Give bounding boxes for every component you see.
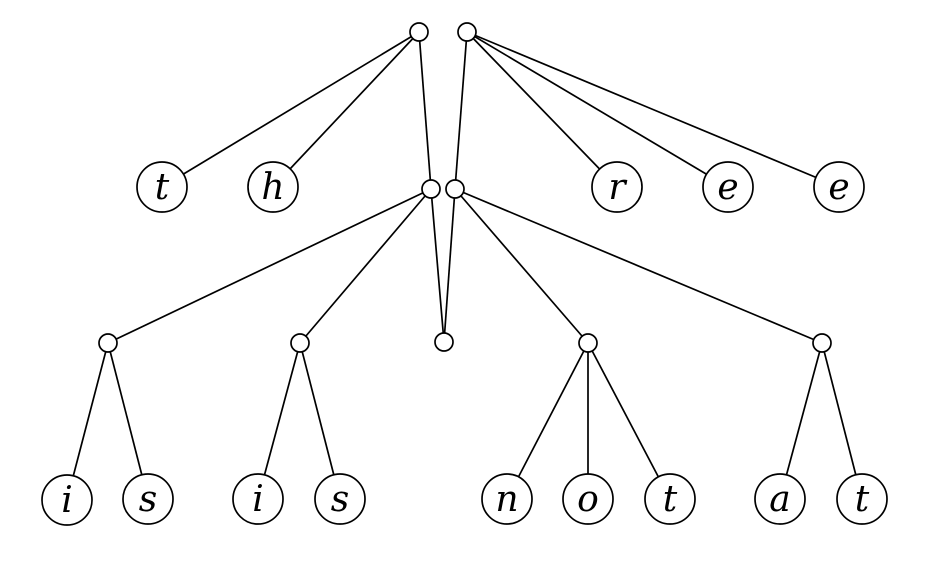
edge-group-is2-leaf-i2 xyxy=(257,342,301,500)
edge-root-right-mid-right xyxy=(454,31,468,190)
node-label-leaf-t2: t xyxy=(663,479,678,520)
edge-group-is1-leaf-s1 xyxy=(107,342,149,500)
node-label-leaf-s2: s xyxy=(331,479,349,520)
leaf-circle-leaf-s2 xyxy=(314,473,366,525)
leaf-circle-leaf-a xyxy=(754,473,806,525)
tree-node-group-is2 xyxy=(290,333,310,353)
internal-circle-group-at xyxy=(812,333,832,353)
leaf-circle-leaf-e1 xyxy=(702,161,754,213)
node-label-leaf-o: o xyxy=(577,479,599,520)
edge-mid-left-group-is2 xyxy=(299,188,432,344)
tree-node-leaf-e2: e xyxy=(813,161,865,213)
edge-mid-right-group-not xyxy=(454,188,589,344)
tree-node-group-at xyxy=(812,333,832,353)
leaf-circle-leaf-t1 xyxy=(136,161,188,213)
node-label-leaf-a: a xyxy=(769,479,790,520)
leaf-circle-leaf-i2 xyxy=(232,473,284,525)
tree-node-group-is1 xyxy=(98,333,118,353)
node-label-leaf-t3: t xyxy=(855,479,870,520)
leaf-circle-leaf-r xyxy=(591,161,643,213)
edge-root-left-leaf-t1 xyxy=(161,31,420,188)
tree-node-root-left xyxy=(409,22,429,42)
edge-group-at-leaf-a xyxy=(779,342,823,500)
tree-node-leaf-r: r xyxy=(591,161,643,213)
tree-node-leaf-t1: t xyxy=(136,161,188,213)
internal-circle-root-right xyxy=(457,22,477,42)
node-label-leaf-h: h xyxy=(261,167,284,208)
tree-node-mid-right xyxy=(445,179,465,199)
edge-root-right-leaf-e2 xyxy=(466,31,840,188)
edges-layer xyxy=(66,31,863,501)
edge-mid-right-shared-node xyxy=(443,188,456,343)
edge-group-is2-leaf-s2 xyxy=(299,342,341,500)
edge-group-not-leaf-t2 xyxy=(587,342,671,500)
leaf-circle-leaf-e2 xyxy=(813,161,865,213)
leaf-circle-leaf-h xyxy=(247,161,299,213)
leaf-circle-leaf-n xyxy=(481,473,533,525)
tree-node-leaf-n: n xyxy=(481,473,533,525)
tree-node-leaf-o: o xyxy=(562,473,614,525)
tree-node-leaf-a: a xyxy=(754,473,806,525)
tree-node-leaf-t2: t xyxy=(644,473,696,525)
node-label-leaf-e2: e xyxy=(828,167,849,208)
node-label-leaf-i2: i xyxy=(252,479,264,520)
node-label-leaf-r: r xyxy=(608,167,627,208)
internal-circle-shared-node xyxy=(434,332,454,352)
tree-node-shared-node xyxy=(434,332,454,352)
node-label-leaf-t1: t xyxy=(155,167,170,208)
tree-node-root-right xyxy=(457,22,477,42)
edge-mid-right-group-at xyxy=(454,188,823,344)
edge-root-right-leaf-r xyxy=(466,31,618,188)
node-label-leaf-i1: i xyxy=(61,480,73,521)
leaf-circle-leaf-t2 xyxy=(644,473,696,525)
edge-mid-left-shared-node xyxy=(430,188,445,343)
node-label-leaf-n: n xyxy=(495,479,518,520)
internal-circle-group-not xyxy=(578,333,598,353)
edge-group-not-leaf-n xyxy=(506,342,589,500)
internal-circle-mid-left xyxy=(421,179,441,199)
leaf-circle-leaf-s1 xyxy=(122,473,174,525)
tree-node-group-not xyxy=(578,333,598,353)
tree-node-leaf-e1: e xyxy=(702,161,754,213)
edge-mid-left-group-is1 xyxy=(107,188,432,344)
edge-group-at-leaf-t3 xyxy=(821,342,863,500)
edge-root-left-mid-left xyxy=(418,31,432,190)
tree-node-leaf-i1: i xyxy=(41,474,93,526)
tree-node-leaf-s1: s xyxy=(122,473,174,525)
tree-node-leaf-s2: s xyxy=(314,473,366,525)
edge-root-left-leaf-h xyxy=(272,31,420,188)
leaf-circle-leaf-i1 xyxy=(41,474,93,526)
tree-node-leaf-t3: t xyxy=(836,473,888,525)
node-label-leaf-s1: s xyxy=(139,479,157,520)
edge-root-right-leaf-e1 xyxy=(466,31,729,188)
nodes-layer: t h r e e i s i s n o t a t xyxy=(41,22,888,526)
internal-circle-group-is2 xyxy=(290,333,310,353)
tree-node-leaf-i2: i xyxy=(232,473,284,525)
leaf-circle-leaf-o xyxy=(562,473,614,525)
internal-circle-root-left xyxy=(409,22,429,42)
node-label-leaf-e1: e xyxy=(717,167,738,208)
internal-circle-group-is1 xyxy=(98,333,118,353)
edge-group-is1-leaf-i1 xyxy=(66,342,109,501)
leaf-circle-leaf-t3 xyxy=(836,473,888,525)
tree-node-mid-left xyxy=(421,179,441,199)
internal-circle-mid-right xyxy=(445,179,465,199)
tree-node-leaf-h: h xyxy=(247,161,299,213)
